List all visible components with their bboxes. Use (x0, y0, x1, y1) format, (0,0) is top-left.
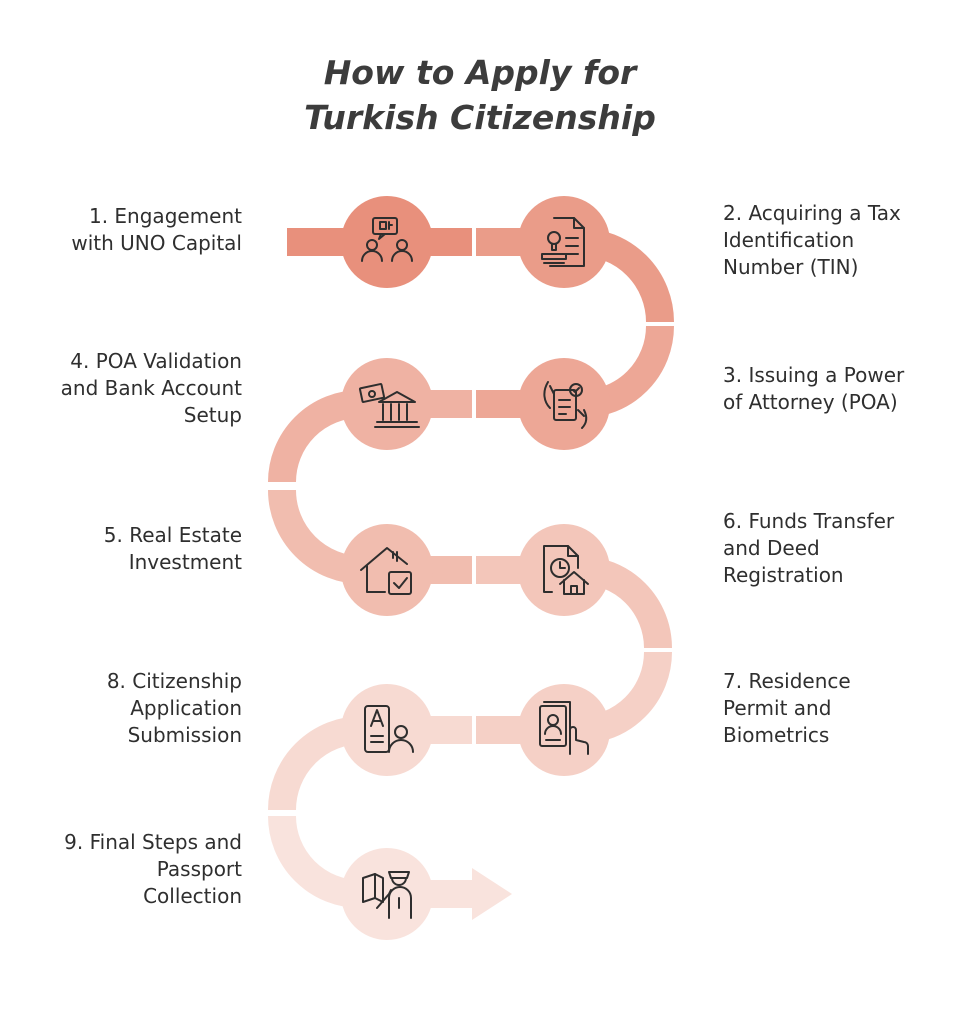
step-3-circle (518, 358, 610, 450)
step-2-label: 2. Acquiring a Tax Identification Number… (723, 201, 901, 279)
page-title: How to Apply for Turkish Citizenship (0, 50, 960, 140)
step-2-circle (518, 196, 610, 288)
step-1-label: 1. Engagement with UNO Capital (71, 204, 242, 255)
title-line-2: Turkish Citizenship (304, 98, 656, 137)
application-person-icon (364, 705, 414, 753)
meeting-icon (361, 217, 413, 262)
step-8-label: 8. Citizenship Application Submission (106, 669, 242, 747)
step-1-circle (341, 196, 433, 288)
id-fingerprint-icon (539, 701, 589, 755)
flow-arrowhead (472, 868, 512, 920)
stamped-document-icon (541, 217, 585, 267)
step-7-circle (518, 684, 610, 776)
step-7-label: 7. Residence Permit and Biometrics (723, 669, 851, 747)
step-9-circle (341, 848, 433, 940)
title-line-1: How to Apply for (323, 53, 637, 92)
step-9-label: 9. Final Steps and Passport Collection (64, 830, 242, 908)
deed-clock-icon (543, 545, 589, 595)
step-circles (341, 196, 610, 940)
step-6-circle (518, 524, 610, 616)
step-5-circle (341, 524, 433, 616)
step-3-label: 3. Issuing a Power of Attorney (POA) (723, 363, 905, 414)
signed-document-icon (543, 381, 588, 429)
step-6-label: 6. Funds Transfer and Deed Registration (723, 509, 895, 587)
step-8-circle (341, 684, 433, 776)
step-4-label: 4. POA Validation and Bank Account Setup (60, 349, 242, 427)
house-check-icon (360, 547, 412, 595)
step-4-circle (341, 358, 433, 450)
passport-officer-icon (362, 871, 412, 919)
step-5-label: 5. Real Estate Investment (103, 523, 242, 574)
bank-cash-icon (358, 383, 420, 428)
